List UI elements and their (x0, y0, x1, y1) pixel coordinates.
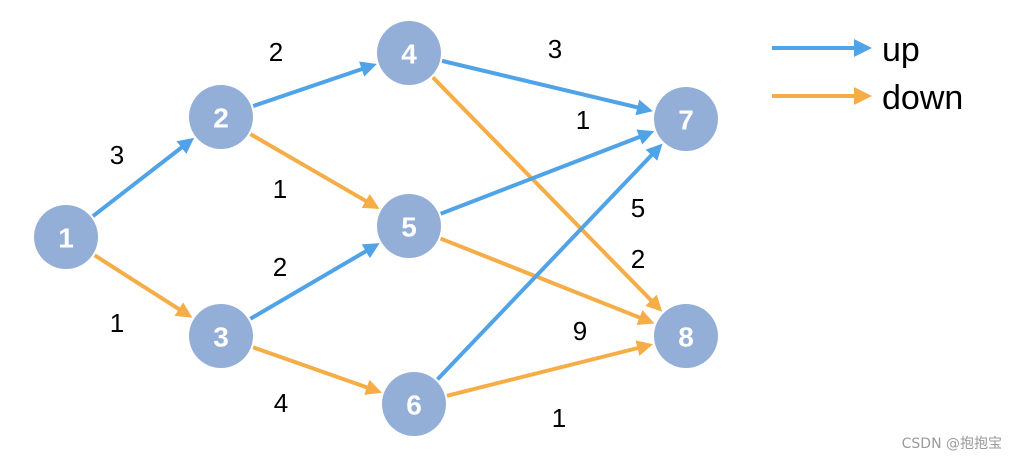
node-7: 7 (654, 87, 718, 151)
node-6: 6 (382, 372, 446, 436)
node-circle-6 (382, 372, 446, 436)
edge-arrowhead-6-8 (635, 340, 654, 356)
node-label-3: 3 (213, 322, 229, 353)
node-4: 4 (377, 21, 441, 85)
node-label-1: 1 (58, 223, 74, 254)
edge-1-3 (93, 253, 182, 312)
nodes-layer: 1 2 3 4 5 6 7 8 (34, 21, 718, 436)
node-2: 2 (189, 85, 253, 149)
edge-weight-4-7: 3 (548, 34, 562, 64)
node-circle-5 (377, 194, 441, 258)
legend-down-arrowhead (854, 87, 872, 105)
edge-arrowhead-2-4 (359, 61, 377, 77)
edge-1-2 (91, 144, 185, 218)
edge-arrowhead-6-7 (645, 143, 663, 161)
edge-6-7 (436, 152, 655, 381)
edge-arrowhead-5-8 (636, 310, 655, 325)
edge-weight-3-5: 2 (273, 252, 287, 282)
legend-up-arrowhead (854, 39, 872, 57)
edge-6-8 (446, 345, 640, 398)
edge-arrowhead-1-3 (174, 302, 193, 318)
legend-down-label: down (882, 79, 963, 117)
edge-weight-5-8: 9 (573, 316, 587, 346)
edge-weight-3-6: 4 (274, 388, 288, 418)
node-label-7: 7 (678, 105, 694, 136)
edge-4-8 (431, 75, 654, 304)
legend-up-label: up (882, 31, 920, 69)
edge-2-5 (249, 132, 369, 204)
legend: up down (772, 31, 963, 117)
node-8: 8 (654, 304, 718, 368)
node-5: 5 (377, 194, 441, 258)
edge-3-5 (249, 248, 369, 321)
node-circle-7 (654, 87, 718, 151)
edge-arrowhead-1-2 (176, 137, 195, 154)
edge-arrowhead-3-5 (361, 243, 380, 259)
edge-arrowhead-4-7 (635, 99, 653, 116)
edge-weight-2-5: 1 (273, 174, 287, 204)
node-circle-2 (189, 85, 253, 149)
node-label-8: 8 (678, 322, 694, 353)
node-label-2: 2 (213, 103, 229, 134)
node-circle-4 (377, 21, 441, 85)
edge-5-7 (439, 134, 642, 216)
edge-weight-5-7: 1 (576, 105, 590, 135)
node-circle-3 (189, 304, 253, 368)
edge-3-6 (252, 345, 370, 390)
node-circle-1 (34, 205, 98, 269)
edge-2-4 (252, 66, 365, 108)
edge-weight-6-7: 5 (631, 193, 645, 223)
edge-weight-2-4: 2 (269, 37, 283, 67)
node-3: 3 (189, 304, 253, 368)
node-1: 1 (34, 205, 98, 269)
edge-arrowhead-5-7 (636, 129, 655, 145)
node-label-5: 5 (401, 212, 417, 243)
edges-layer (91, 58, 663, 398)
edge-weights-layer: 3 1 2 1 2 4 3 2 1 9 5 1 (110, 34, 645, 433)
watermark: CSDN @抱抱宝 (901, 436, 1002, 452)
node-label-6: 6 (406, 390, 422, 421)
node-label-4: 4 (401, 39, 417, 70)
node-circle-8 (654, 304, 718, 368)
edge-weight-4-8: 2 (631, 244, 645, 274)
edge-arrowhead-4-8 (645, 294, 663, 312)
edge-4-7 (441, 58, 640, 110)
edge-5-8 (439, 236, 643, 321)
edge-weight-6-8: 1 (552, 403, 566, 433)
edge-arrowhead-3-6 (364, 379, 382, 395)
edge-arrowhead-2-5 (361, 194, 380, 209)
edge-weight-1-3: 1 (110, 308, 124, 338)
edge-weight-1-2: 3 (110, 140, 124, 170)
